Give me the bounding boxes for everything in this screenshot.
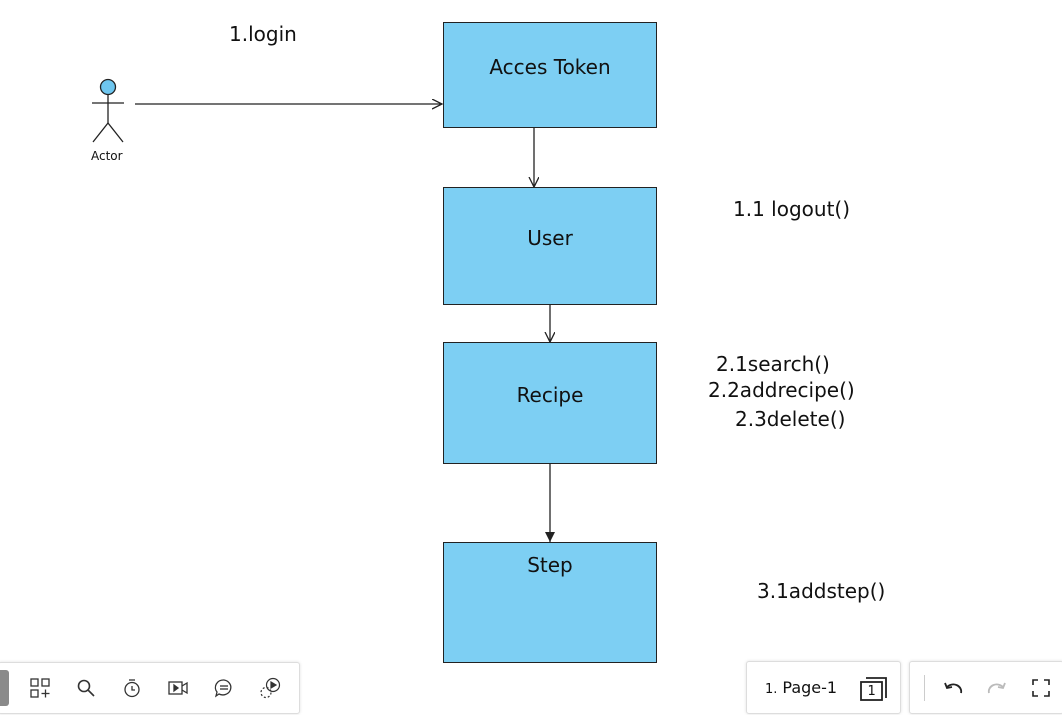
step-label: Step bbox=[527, 553, 573, 577]
delete-message-label[interactable]: 2.3delete() bbox=[735, 407, 846, 431]
video-icon[interactable] bbox=[155, 665, 201, 711]
pages-icon[interactable]: 1 bbox=[859, 674, 889, 702]
page-count: 1 bbox=[867, 683, 876, 699]
page-number: 1. bbox=[765, 682, 778, 697]
recipe-label: Recipe bbox=[516, 383, 584, 407]
addrecipe-message-label[interactable]: 2.2addrecipe() bbox=[708, 378, 855, 402]
present-icon[interactable] bbox=[247, 665, 293, 711]
step-object[interactable]: Step bbox=[443, 542, 657, 663]
actor-label: Actor bbox=[91, 149, 123, 163]
bottom-right-toolbar bbox=[909, 661, 1062, 714]
comment-icon[interactable] bbox=[201, 665, 247, 711]
undo-icon[interactable] bbox=[931, 665, 975, 711]
access-token-label: Acces Token bbox=[489, 55, 611, 79]
fullscreen-icon[interactable] bbox=[1019, 665, 1062, 711]
page-tab[interactable]: 1. Page-1 bbox=[765, 678, 837, 697]
page-name: Page-1 bbox=[782, 678, 838, 697]
search-message-label[interactable]: 2.1search() bbox=[716, 352, 830, 376]
login-message-label[interactable]: 1.login bbox=[229, 22, 297, 46]
redo-icon[interactable] bbox=[975, 665, 1019, 711]
actor-figure[interactable] bbox=[92, 78, 124, 143]
user-label: User bbox=[527, 226, 573, 250]
access-token-object[interactable]: Acces Token bbox=[443, 22, 657, 128]
user-object[interactable]: User bbox=[443, 187, 657, 305]
addstep-message-label[interactable]: 3.1addstep() bbox=[757, 579, 886, 603]
page-navigator: 1. Page-1 1 bbox=[746, 661, 901, 714]
search-icon[interactable] bbox=[63, 665, 109, 711]
bottom-left-toolbar bbox=[0, 662, 300, 714]
toolbar-grip[interactable] bbox=[0, 670, 9, 706]
timer-icon[interactable] bbox=[109, 665, 155, 711]
recipe-object[interactable]: Recipe bbox=[443, 342, 657, 464]
add-shape-icon[interactable] bbox=[17, 665, 63, 711]
logout-message-label[interactable]: 1.1 logout() bbox=[733, 197, 851, 221]
toolbar-divider bbox=[924, 674, 925, 701]
